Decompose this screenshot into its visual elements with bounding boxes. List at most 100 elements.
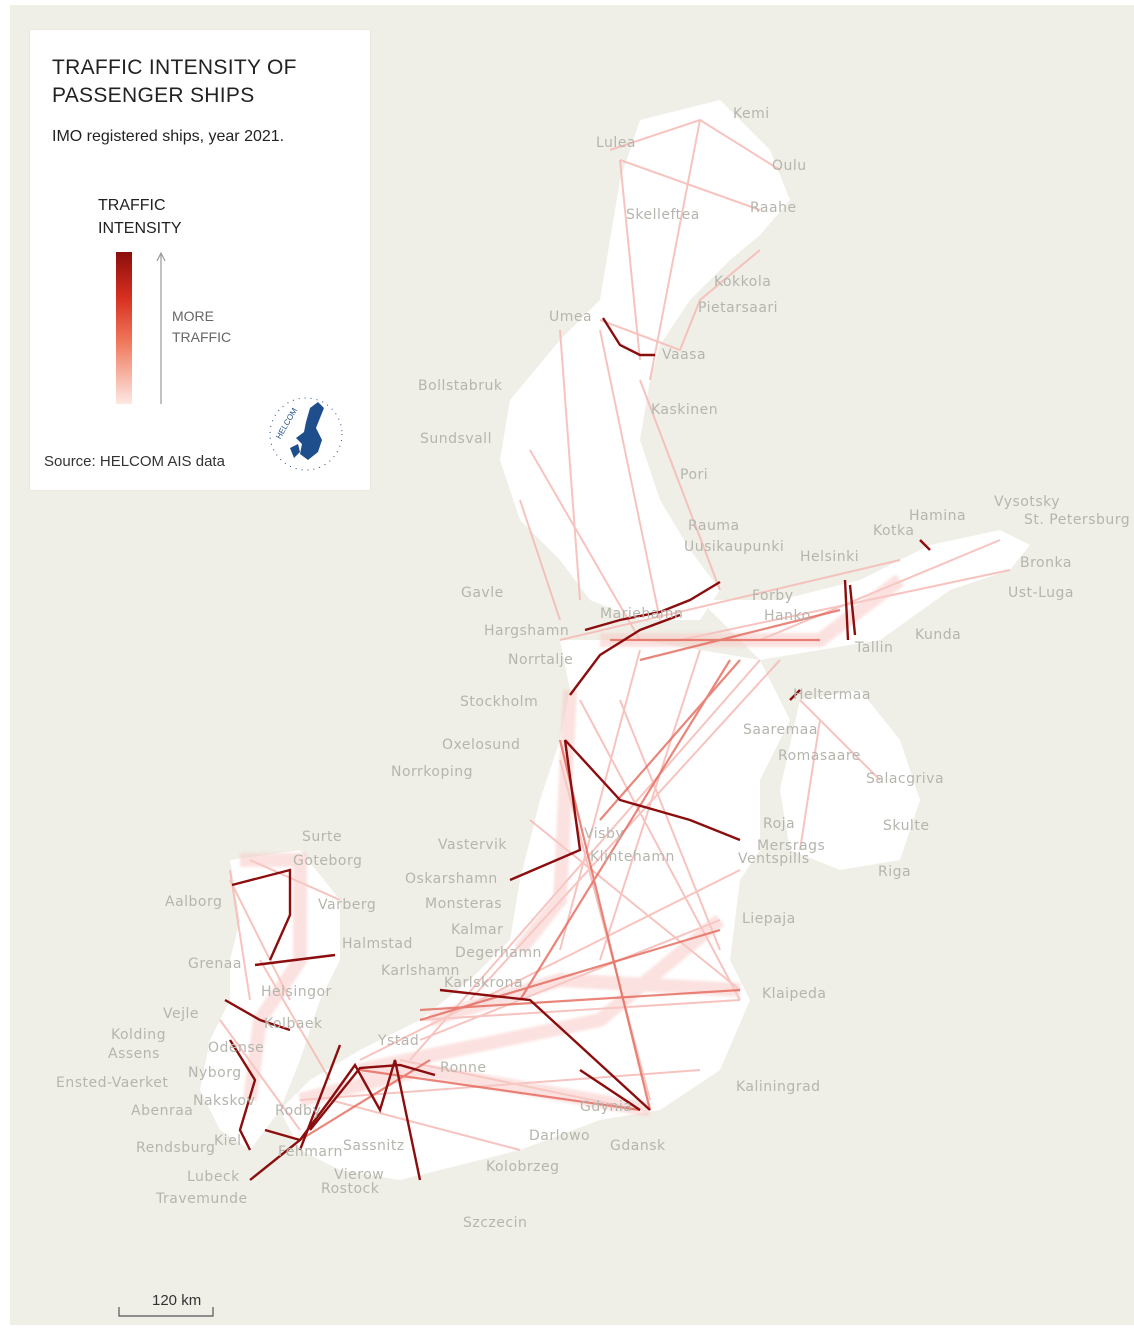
low-traffic-routes (219, 118, 1011, 1151)
place-label-kiel: Kiel (214, 1133, 242, 1149)
place-label-kotka: Kotka (873, 523, 915, 539)
place-label-kunda: Kunda (915, 627, 962, 643)
place-label-ust-luga: Ust-Luga (1008, 585, 1074, 601)
place-label-darlowo: Darlowo (529, 1128, 591, 1144)
place-label-monsteras: Monsteras (425, 896, 503, 912)
place-label-lubeck: Lubeck (187, 1169, 240, 1185)
place-label-fehmarn: Fehmarn (278, 1144, 343, 1160)
place-label-hanko: Hanko (764, 608, 811, 624)
place-label-mariehamn: Mariehamn (600, 606, 684, 622)
place-label-kolobrzeg: Kolobrzeg (486, 1159, 560, 1175)
place-label-klintehamn: Klintehamn (590, 849, 675, 865)
place-label-riga: Riga (878, 864, 912, 880)
place-label-st-petersburg: St. Petersburg (1024, 512, 1131, 528)
map-title: TRAFFIC INTENSITY OF PASSENGER SHIPS (52, 54, 297, 110)
place-label-rostock: Rostock (321, 1181, 380, 1197)
place-label-nyborg: Nyborg (188, 1065, 242, 1081)
place-label-skelleftea: Skelleftea (626, 207, 700, 223)
place-label-pietarsaari: Pietarsaari (698, 300, 779, 316)
place-label-vejle: Vejle (163, 1006, 199, 1022)
place-label-norrtalje: Norrtalje (508, 652, 574, 668)
more-traffic-label: MORE TRAFFIC (172, 306, 231, 348)
place-label-roja: Roja (763, 816, 796, 832)
place-label-ventspills: Ventspills (738, 851, 810, 867)
place-label-oskarshamn: Oskarshamn (405, 871, 498, 887)
place-label-odense: Odense (208, 1040, 265, 1056)
high-traffic-routes (224, 317, 931, 1181)
place-label-kokkola: Kokkola (714, 274, 772, 290)
place-label-rendsburg: Rendsburg (136, 1140, 216, 1156)
place-label-stockholm: Stockholm (460, 694, 539, 710)
place-label-gavle: Gavle (461, 585, 504, 601)
place-label-vysotsky: Vysotsky (994, 494, 1061, 510)
place-label-bollstabruk: Bollstabruk (418, 378, 503, 394)
source-text: Source: HELCOM AIS data (44, 453, 225, 470)
place-label-mersrags: Mersrags (757, 838, 826, 854)
place-label-degerhamn: Degerhamn (455, 945, 542, 961)
more-traffic-line2: TRAFFIC (172, 329, 232, 345)
place-label-liepaja: Liepaja (742, 911, 796, 927)
place-label-sundsvall: Sundsvall (420, 431, 492, 447)
place-label-saaremaa: Saaremaa (743, 722, 818, 738)
place-label-hamina: Hamina (909, 508, 967, 524)
place-label-kemi: Kemi (733, 106, 770, 122)
place-label-assens: Assens (108, 1046, 160, 1062)
place-label-skulte: Skulte (883, 818, 930, 834)
map-title-line2: PASSENGER SHIPS (52, 84, 255, 107)
place-label-klaipeda: Klaipeda (762, 986, 827, 1002)
place-label-karlskrona: Karlskrona (444, 975, 524, 991)
place-label-uusikaupunki: Uusikaupunki (684, 539, 785, 555)
place-label-rodby: Rodby (275, 1103, 322, 1119)
place-label-kaliningrad: Kaliningrad (736, 1079, 821, 1095)
place-label-salacgriva: Salacgriva (866, 771, 945, 787)
place-label-karlshamn: Karlshamn (381, 963, 460, 979)
more-traffic-line1: MORE (172, 308, 214, 324)
place-label-ensted-vaerket: Ensted-Vaerket (56, 1075, 169, 1091)
place-label-heltermaa: Heltermaa (793, 687, 871, 703)
scale-bar (118, 1307, 214, 1317)
legend-key-title: TRAFFIC INTENSITY (98, 194, 182, 240)
place-label-pori: Pori (680, 467, 709, 483)
place-label-helsinki: Helsinki (800, 549, 860, 565)
place-label-oulu: Oulu (772, 158, 807, 174)
place-label-varberg: Varberg (318, 897, 377, 913)
place-label-umea: Umea (549, 309, 593, 325)
logo-text: HELCOM (274, 406, 299, 440)
map-title-line1: TRAFFIC INTENSITY OF (52, 56, 297, 79)
place-label-vastervik: Vastervik (438, 837, 508, 853)
place-label-ronne: Ronne (440, 1060, 487, 1076)
place-label-tallin: Tallin (855, 640, 894, 656)
place-label-szczecin: Szczecin (463, 1215, 528, 1231)
place-label-helsingor: Helsingor (261, 984, 332, 1000)
legend-key-title-line2: INTENSITY (98, 220, 182, 237)
map-subtitle: IMO registered ships, year 2021. (52, 128, 285, 145)
legend-panel: TRAFFIC INTENSITY OF PASSENGER SHIPS IMO… (30, 30, 370, 490)
place-label-grenaa: Grenaa (188, 956, 242, 972)
place-label-oxelosund: Oxelosund (442, 737, 521, 753)
medium-traffic-routes (299, 608, 841, 1141)
place-label-kaskinen: Kaskinen (651, 402, 719, 418)
place-label-romasaare: Romasaare (778, 748, 861, 764)
place-label-aalborg: Aalborg (165, 894, 223, 910)
place-label-norrkoping: Norrkoping (391, 764, 474, 780)
scale-bar-label: 120 km (152, 1292, 202, 1309)
place-label-raahe: Raahe (750, 200, 797, 216)
place-label-goteborg: Goteborg (293, 853, 363, 869)
place-label-nakskov: Nakskov (193, 1093, 256, 1109)
place-label-lulea: Lulea (596, 135, 637, 151)
place-label-surte: Surte (302, 829, 343, 845)
place-label-travemunde: Travemunde (156, 1191, 248, 1207)
more-traffic-arrow-icon (156, 252, 166, 404)
place-label-gdynia: Gdynia (580, 1099, 633, 1115)
traffic-gradient-bar (116, 252, 132, 404)
place-label-halmstad: Halmstad (342, 936, 413, 952)
place-label-gdansk: Gdansk (610, 1138, 666, 1154)
place-label-vaasa: Vaasa (662, 347, 707, 363)
place-label-abenraa: Abenraa (131, 1103, 194, 1119)
legend-key-title-line1: TRAFFIC (98, 197, 166, 214)
place-label-ystad: Ystad (378, 1033, 420, 1049)
helcom-logo: HELCOM (269, 397, 343, 471)
place-label-visby: Visby (584, 826, 625, 842)
place-label-sassnitz: Sassnitz (343, 1138, 405, 1154)
place-label-forby: Forby (752, 588, 794, 604)
